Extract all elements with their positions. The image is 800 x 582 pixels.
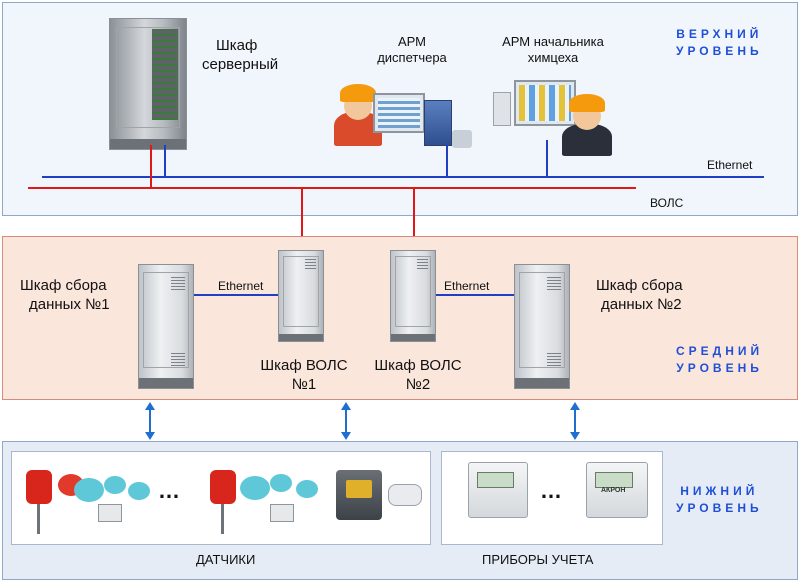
collection-cabinet-1-label: Шкаф сбора данных №1	[20, 276, 110, 314]
fiber-cabinet-1-label-line1: Шкаф ВОЛС	[260, 357, 348, 374]
server-cabinet-label: Шкаф серверный	[202, 36, 278, 74]
server-ethernet-drop	[164, 145, 166, 178]
upper-level-label-line2: УРОВЕНЬ	[676, 44, 763, 58]
server-cabinet-label-line2: серверный	[202, 56, 279, 73]
sensor-cyan-head-4-icon	[240, 476, 270, 500]
ethernet-link-2-line	[436, 294, 514, 296]
chief-workstation-label-line2: химцеха	[527, 50, 579, 65]
lower-level-label: НИЖНИЙ УРОВЕНЬ	[676, 483, 763, 517]
server-disk-icon	[452, 130, 472, 148]
fiber-cabinet-2-label-line1: Шкаф ВОЛС	[374, 357, 462, 374]
server-cabinet-label-line1: Шкаф	[216, 37, 258, 54]
dispatcher-monitor-icon	[373, 93, 425, 133]
collection-cabinet-1-label-line1: Шкаф сбора	[20, 277, 107, 294]
sensor-cyan-head-5-icon	[270, 474, 292, 492]
dispatcher-ethernet-drop	[446, 145, 448, 178]
sensor-probe-2-icon	[221, 504, 224, 534]
middle-level-label: СРЕДНИЙ УРОВЕНЬ	[676, 343, 763, 377]
meters-ellipsis: …	[540, 478, 564, 503]
chief-manager-icon	[560, 86, 614, 156]
ethernet-link-1-label: Ethernet	[218, 279, 264, 293]
dispatcher-workstation-label-line2: диспетчера	[377, 50, 447, 65]
lower-level-label-line2: УРОВЕНЬ	[676, 501, 763, 515]
dispatcher-pc-tower-icon	[424, 100, 452, 146]
sensors-label: ДАТЧИКИ	[196, 552, 256, 567]
chief-workstation-label: АРМ начальника химцеха	[493, 34, 613, 66]
meter-device-2-icon: АКРОН	[586, 462, 648, 518]
sensor-junction-box-2-icon	[270, 504, 294, 522]
meter-brand-text: АКРОН	[601, 487, 626, 494]
sensor-cyan-head-3-icon	[128, 482, 150, 500]
collection-cabinet-1-label-line2: данных №1	[29, 296, 110, 313]
dispatcher-workstation-label-line1: АРМ	[397, 34, 427, 49]
collection-cabinet-2-label-line2: данных №2	[601, 296, 682, 313]
sensor-probe-1-icon	[37, 504, 40, 534]
chief-monitor-icon	[514, 80, 576, 126]
collection-cabinet-1-image	[138, 264, 194, 389]
sensor-junction-box-1-icon	[98, 504, 122, 522]
fiber-cabinet-1-label-line2: №1	[291, 376, 317, 393]
sensor-cyan-head-2-icon	[104, 476, 126, 494]
chief-ethernet-drop	[546, 140, 548, 178]
ethernet-bus-line	[42, 176, 764, 178]
fiber-riser-2	[413, 187, 415, 251]
sensor-cable-clamp-icon	[388, 484, 422, 506]
upper-level-label-line1: ВЕРХНИЙ	[676, 27, 763, 41]
lower-level-label-line1: НИЖНИЙ	[680, 484, 759, 498]
bidirectional-arrow-1	[145, 402, 155, 440]
ethernet-link-1-line	[194, 294, 278, 296]
dispatcher-workstation-label: АРМ диспетчера	[372, 34, 452, 66]
bidirectional-arrow-3	[570, 402, 580, 440]
ethernet-link-2-label: Ethernet	[444, 279, 490, 293]
sensor-cyan-head-6-icon	[296, 480, 318, 498]
sensor-red-transmitter-2-icon	[210, 470, 236, 504]
meters-label: ПРИБОРЫ УЧЕТА	[482, 552, 594, 567]
middle-level-label-line2: УРОВЕНЬ	[676, 361, 763, 375]
collection-cabinet-2-label-line1: Шкаф сбора	[596, 277, 683, 294]
fiber-bus-line	[28, 187, 636, 189]
sensor-red-transmitter-1-icon	[26, 470, 52, 504]
upper-level-label: ВЕРХНИЙ УРОВЕНЬ	[676, 26, 763, 60]
middle-level-label-line1: СРЕДНИЙ	[676, 344, 764, 358]
server-fiber-drop	[150, 145, 152, 188]
sensors-ellipsis: …	[158, 478, 182, 503]
collection-cabinet-2-label: Шкаф сбора данных №2	[596, 276, 683, 314]
fiber-bus-label: ВОЛС	[650, 196, 684, 210]
chief-workstation-label-line1: АРМ начальника	[502, 34, 604, 49]
sensor-explosion-proof-box-icon	[336, 470, 382, 520]
fiber-cabinet-1-image	[278, 250, 324, 342]
ethernet-bus-label: Ethernet	[707, 158, 753, 172]
bidirectional-arrow-2	[341, 402, 351, 440]
fiber-cabinet-2-label-line2: №2	[405, 376, 431, 393]
collection-cabinet-2-image	[514, 264, 570, 389]
chief-pc-tower-icon	[493, 92, 511, 126]
sensor-cyan-head-1-icon	[74, 478, 104, 502]
fiber-riser-1	[301, 187, 303, 251]
meter-device-1-icon	[468, 462, 528, 518]
server-cabinet-image	[109, 18, 187, 150]
fiber-cabinet-1-label: Шкаф ВОЛС №1	[256, 356, 352, 394]
fiber-cabinet-2-image	[390, 250, 436, 342]
fiber-cabinet-2-label: Шкаф ВОЛС №2	[370, 356, 466, 394]
